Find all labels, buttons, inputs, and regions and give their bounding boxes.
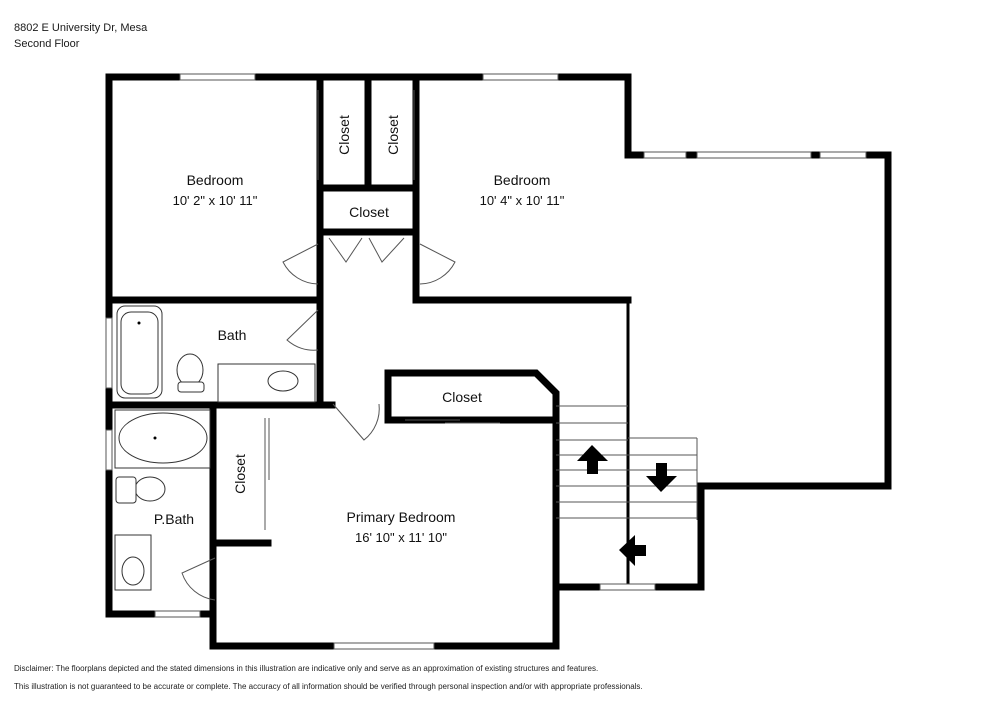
floor-label: Second Floor	[14, 38, 80, 50]
doors	[181, 90, 500, 601]
address-text: 8802 E University Dr, Mesa	[14, 22, 148, 34]
room-labels: Bedroom 10' 2" x 10' 11" Bedroom 10' 4" …	[154, 115, 565, 545]
primary-bedroom-name: Primary Bedroom	[347, 509, 456, 525]
closet-right-label: Closet	[385, 115, 401, 155]
disclaimer-line-1: Disclaimer: The floorplans depicted and …	[14, 664, 599, 673]
bath-name: Bath	[218, 327, 247, 343]
primary-bedroom-dims: 16' 10" x 11' 10"	[355, 530, 447, 545]
disclaimer-line-2: This illustration is not guaranteed to b…	[14, 682, 643, 691]
bedroom-left-name: Bedroom	[187, 172, 244, 188]
windows	[105, 73, 867, 650]
closet-primary-label: Closet	[442, 389, 482, 405]
exterior-walls	[105, 73, 892, 650]
interior-walls	[105, 73, 632, 650]
stair-up-arrow	[577, 445, 608, 474]
bedroom-left-dims: 10' 2" x 10' 11"	[173, 193, 258, 208]
bedroom-right-name: Bedroom	[494, 172, 551, 188]
bath-fixtures	[114, 305, 316, 591]
stairs	[556, 405, 698, 566]
closet-left-label: Closet	[336, 115, 352, 155]
closet-hall-label: Closet	[349, 204, 389, 220]
bedroom-right-dims: 10' 4" x 10' 11"	[480, 193, 565, 208]
stair-down-arrow	[646, 463, 677, 492]
closet-walkin-label: Closet	[232, 454, 248, 494]
stair-left-arrow	[619, 535, 646, 566]
primary-bath-name: P.Bath	[154, 511, 194, 527]
